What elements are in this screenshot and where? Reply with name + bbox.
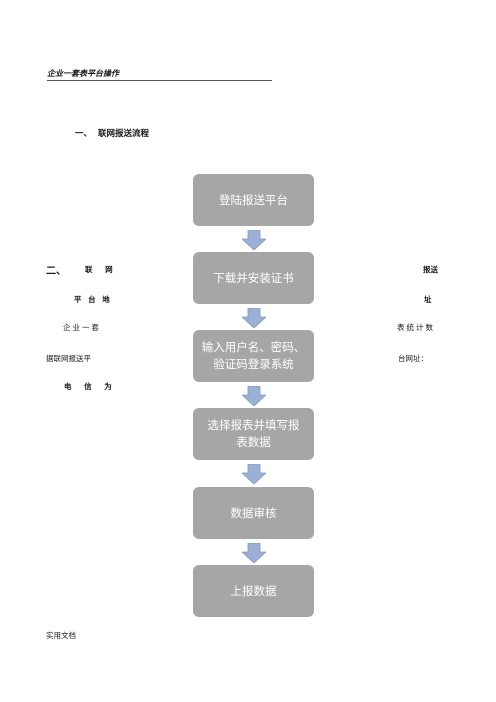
section1-title: 联网报送流程 [98, 129, 150, 139]
section2-line3-right: 表统计数 [397, 323, 435, 332]
section1-heading: 一、联网报送流程 [75, 127, 149, 139]
footer-text: 实用文档 [46, 631, 76, 640]
section1-number: 一、 [75, 129, 93, 139]
flow-step-submit-data: 上报数据 [193, 565, 314, 617]
header-rule [47, 80, 272, 81]
page-header-title: 企业一套表平台操作 [47, 69, 119, 78]
flow-arrow-3 [242, 386, 266, 406]
section2-line3-left: 企业一套 [63, 323, 101, 332]
section2-line4-right: 台网址： [398, 354, 428, 363]
flow-arrow-2 [242, 308, 266, 328]
flow-arrow-4 [242, 464, 266, 484]
section2-line1-left: 联 网 [85, 265, 118, 274]
flow-arrow-5 [242, 543, 266, 563]
flow-step-login: 登陆报送平台 [193, 174, 314, 226]
flow-step-enter-credentials: 输入用户名、密码、 验证码登录系统 [193, 330, 314, 382]
section2-line1-right: 报送 [423, 265, 438, 274]
flow-step-install-cert: 下载并安装证书 [193, 252, 314, 304]
section2-line4-left: 据联网报送平 [46, 354, 91, 363]
section2-line2-left: 平 台 地 [74, 295, 112, 304]
section2-number: 二、 [46, 266, 66, 277]
section2-line2-right: 址 [424, 295, 432, 304]
flow-step-fill-report: 选择报表并填写报 表数据 [193, 408, 314, 460]
flow-step-data-review: 数据审核 [193, 487, 314, 539]
section2-line5-left: 电 信 为 [64, 382, 117, 391]
flow-arrow-1 [242, 230, 266, 250]
